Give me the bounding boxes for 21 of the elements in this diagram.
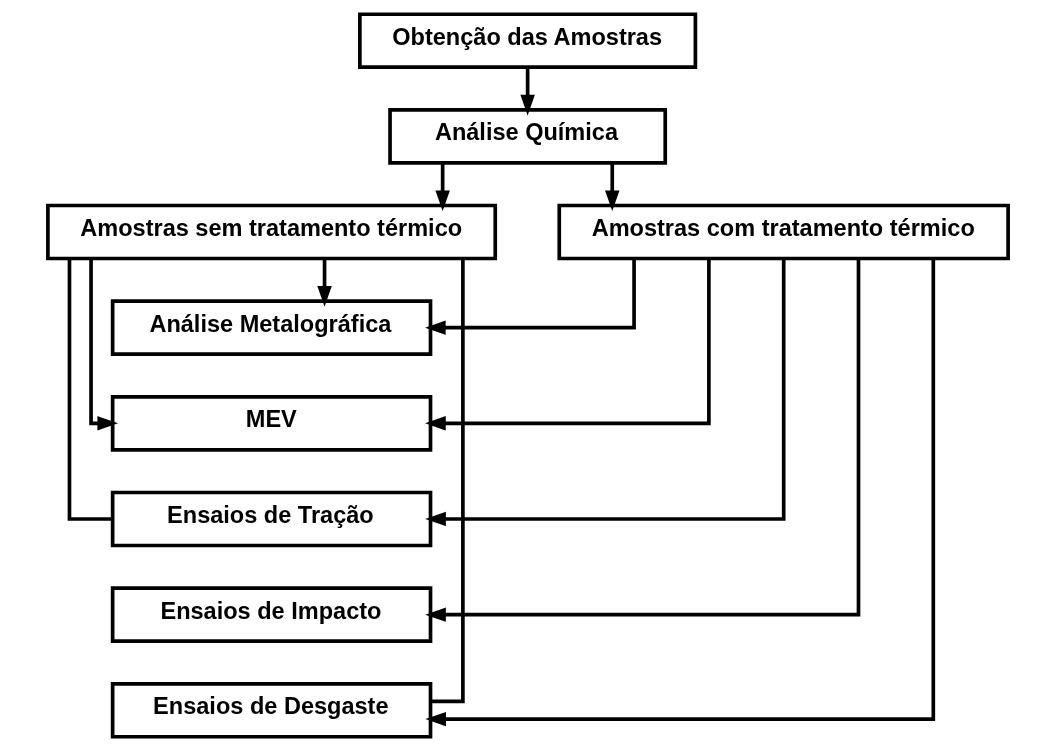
arrow — [425, 258, 936, 727]
node-box: Ensaios de Tração — [110, 490, 433, 548]
node-box: Amostras com tratamento térmico — [557, 203, 1010, 261]
arrow — [89, 258, 119, 431]
node-box: MEV — [110, 395, 433, 452]
node-box: Amostras sem tratamento térmico — [46, 203, 498, 261]
node-box: Análise Metalográfica — [110, 299, 433, 356]
arrow — [425, 258, 861, 622]
connector — [430, 258, 465, 704]
arrow — [425, 258, 636, 335]
arrow — [317, 258, 332, 307]
arrow — [425, 259, 786, 527]
node-box: Ensaios de Desgaste — [110, 681, 433, 739]
arrow — [435, 163, 450, 212]
arrow — [605, 163, 620, 212]
node-box: Análise Química — [388, 108, 668, 165]
arrow — [520, 67, 535, 116]
node-box: Ensaios de Impacto — [110, 586, 433, 643]
connector — [67, 259, 113, 521]
node-box: Obtenção das Amostras — [358, 12, 698, 70]
arrow — [425, 258, 711, 431]
